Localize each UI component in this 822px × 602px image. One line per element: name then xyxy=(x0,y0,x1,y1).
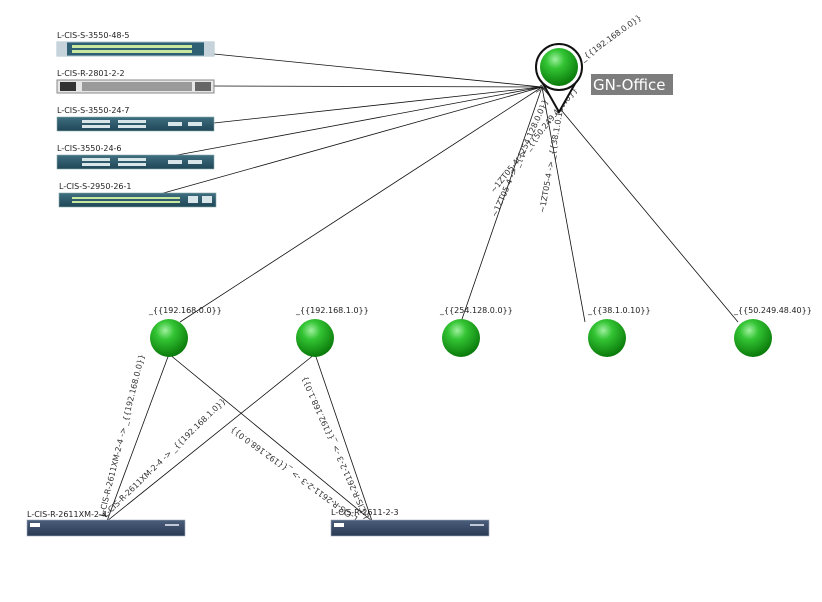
device-label: L-CIS-S-3550-24-7 xyxy=(57,106,129,115)
subnet-ball-icon xyxy=(442,319,480,357)
subnet-node[interactable]: _{{192.168.0.0}} xyxy=(148,306,222,357)
edge-line xyxy=(168,353,373,522)
device-switch-48[interactable]: L-CIS-S-3550-48-5 xyxy=(56,31,215,57)
node-label: _{{192.168.0.0}} xyxy=(148,306,222,315)
edges-layer xyxy=(106,53,739,522)
edge-line xyxy=(159,86,543,195)
device-switch-24-a[interactable]: L-CIS-S-3550-24-7 xyxy=(56,106,215,132)
device-label: L-CIS-3550-24-6 xyxy=(57,144,122,153)
device-label: L-CIS-R-2611XM-2-4 xyxy=(27,510,107,519)
edge-line xyxy=(106,353,170,522)
hub-ball-icon xyxy=(540,48,578,86)
device-label: L-CIS-R-2611-2-3 xyxy=(331,508,399,517)
edge-line xyxy=(213,85,543,88)
edge-line xyxy=(213,86,543,124)
edge-line xyxy=(541,86,586,323)
subnet-ball-icon xyxy=(150,319,188,357)
node-label: _{{50.249.48.40}} xyxy=(733,306,812,315)
device-router-2611[interactable]: L-CIS-R-2611-2-3 xyxy=(330,508,490,537)
node-label: _{{192.168.1.0}} xyxy=(295,306,369,315)
subnet-ball-icon xyxy=(588,319,626,357)
device-router-2611xm[interactable]: L-CIS-R-2611XM-2-4 xyxy=(26,510,186,537)
device-label: L-CIS-S-2950-26-1 xyxy=(59,182,131,191)
edge-line xyxy=(213,53,543,88)
edge-line xyxy=(460,86,543,323)
subnet-node[interactable]: _{{254.128.0.0}} xyxy=(439,306,513,357)
subnet-node[interactable]: _{{50.249.48.40}} xyxy=(733,306,812,357)
edge-line xyxy=(541,86,739,323)
hub-node[interactable]: GN-Office xyxy=(535,43,673,115)
edge-line xyxy=(171,86,543,157)
device-switch-2950[interactable]: L-CIS-S-2950-26-1 xyxy=(58,182,217,208)
device-label: L-CIS-S-3550-48-5 xyxy=(57,31,129,40)
node-label: _{{254.128.0.0}} xyxy=(439,306,513,315)
subnet-node[interactable]: _{{38.1.0.10}} xyxy=(587,306,651,357)
subnet-ball-icon xyxy=(296,319,334,357)
edge-line xyxy=(179,86,543,323)
edge-line xyxy=(106,353,316,522)
edge-line xyxy=(314,353,373,522)
device-label: L-CIS-R-2801-2-2 xyxy=(57,69,125,78)
subnet-node[interactable]: _{{192.168.1.0}} xyxy=(295,306,369,357)
hub-label-bg xyxy=(591,74,673,95)
edge-label: L-CIS-R-2611-2-3 -> _{{192.168.1.0}} xyxy=(300,375,371,520)
node-label: _{{38.1.0.10}} xyxy=(587,306,651,315)
device-switch-24-b[interactable]: L-CIS-3550-24-6 xyxy=(56,144,215,170)
subnet-ball-icon xyxy=(734,319,772,357)
device-router-2801[interactable]: L-CIS-R-2801-2-2 xyxy=(56,69,215,94)
hub-label: GN-Office xyxy=(593,76,665,94)
